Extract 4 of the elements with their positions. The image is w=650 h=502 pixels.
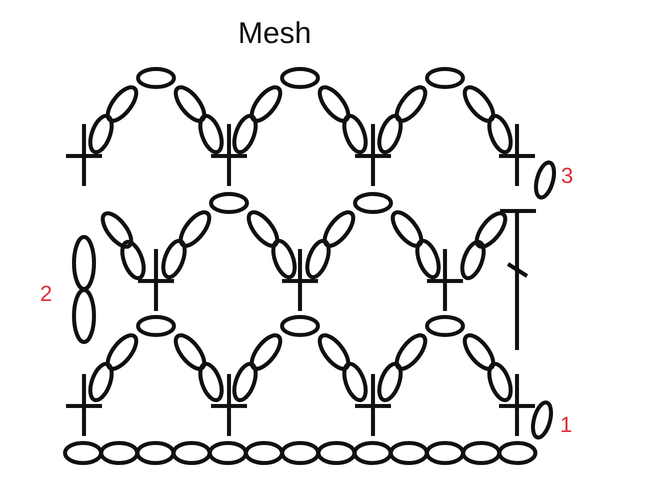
row-number: 3 [561, 164, 574, 188]
row-number: 2 [40, 282, 52, 306]
row-number: 1 [560, 413, 572, 437]
chart-title: Mesh [238, 16, 312, 52]
